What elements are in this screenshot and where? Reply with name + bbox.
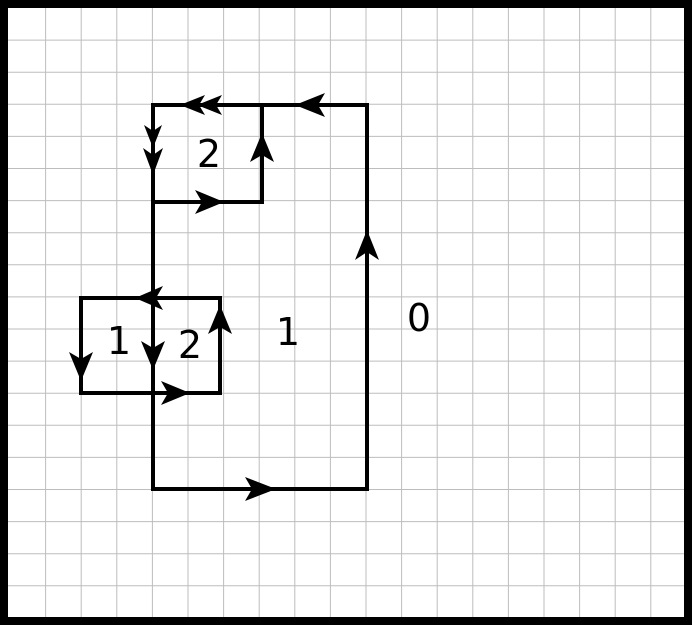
arrow-left-icon — [180, 95, 205, 115]
arrow-down-icon — [143, 148, 163, 175]
arrow-right-icon — [161, 381, 190, 405]
arrow-left-icon — [135, 286, 163, 310]
arrow-right-icon — [195, 190, 224, 214]
arrow-left-icon — [197, 95, 222, 115]
background-grid — [8, 8, 684, 617]
arrow-up-icon — [208, 305, 232, 334]
label-outside: 0 — [407, 296, 431, 340]
arrow-up-icon — [355, 230, 379, 260]
arrow-down-icon — [144, 125, 162, 148]
direction-arrows — [69, 93, 379, 501]
arrow-left-icon — [295, 93, 325, 117]
label-middle-square: 2 — [178, 323, 202, 367]
arrow-down-icon — [69, 352, 93, 381]
label-left-square: 1 — [107, 319, 131, 363]
label-main-region: 1 — [276, 310, 300, 354]
arrow-up-icon — [250, 133, 274, 162]
arrow-right-icon — [245, 477, 276, 501]
arrow-down-icon — [141, 341, 165, 370]
label-top-square: 2 — [197, 132, 221, 176]
